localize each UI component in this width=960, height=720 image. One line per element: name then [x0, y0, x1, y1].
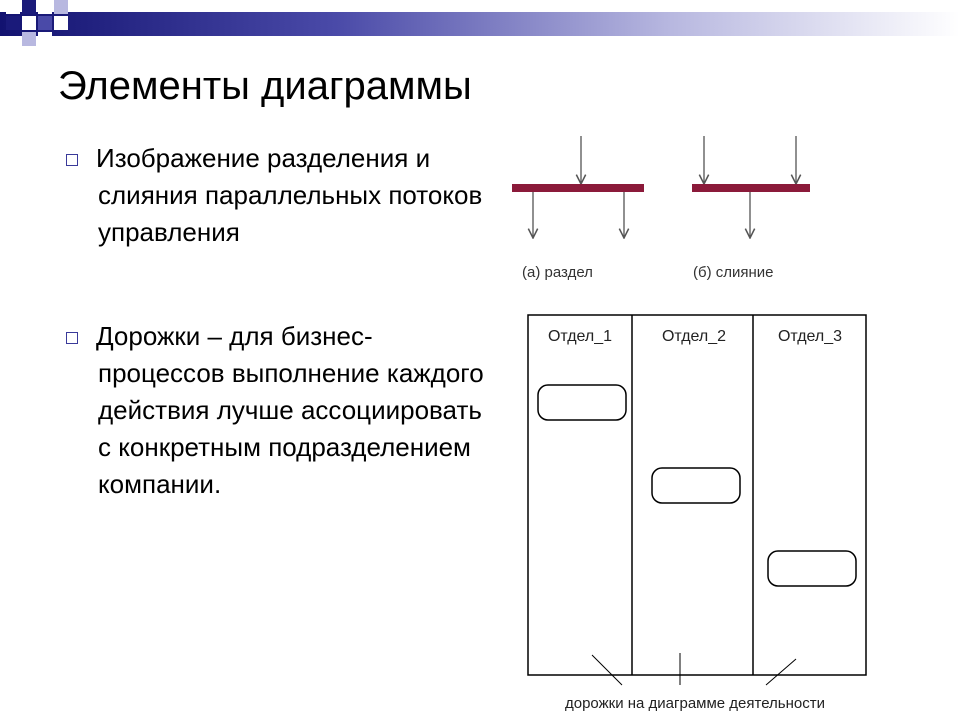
fork-label: (а) раздел: [522, 264, 593, 281]
join-symbol: [692, 136, 810, 238]
square-bullet-icon: [66, 154, 78, 166]
bullet-text: Дорожки – для бизнес-процессов выполнени…: [96, 321, 484, 499]
square-bullet-icon: [66, 332, 78, 344]
caption-pointer-lines: [591, 653, 797, 686]
slide-title: Элементы диаграммы: [58, 64, 472, 108]
swimlanes-diagram: Отдел_1 Отдел_2 Отдел_3 дорожки на диагр…: [527, 314, 867, 712]
lane-header-1: Отдел_1: [548, 328, 612, 345]
swimlanes-caption: дорожки на диаграмме деятельности: [565, 695, 825, 712]
bullet-text: Изображение разделения и слияния паралле…: [96, 143, 483, 247]
header-squares-decoration: [6, 0, 68, 46]
fork-symbol: [512, 136, 644, 238]
fork-sync-bar: [512, 184, 644, 192]
join-sync-bar: [692, 184, 810, 192]
join-label: (б) слияние: [693, 264, 774, 281]
activity-node-lane-3: [767, 550, 857, 587]
bullet-swimlanes: Дорожки – для бизнес-процессов выполнени…: [66, 318, 498, 503]
lane-header-2: Отдел_2: [662, 328, 726, 345]
activity-node-lane-2: [651, 467, 741, 504]
lane-header-3: Отдел_3: [778, 328, 842, 345]
bullet-fork-join: Изображение разделения и слияния паралле…: [66, 140, 498, 251]
fork-join-diagram: (а) раздел (б) слияние: [512, 136, 810, 281]
activity-node-lane-1: [537, 384, 627, 421]
header-gradient-band: [0, 0, 960, 46]
swimlane-frame: [527, 314, 867, 676]
